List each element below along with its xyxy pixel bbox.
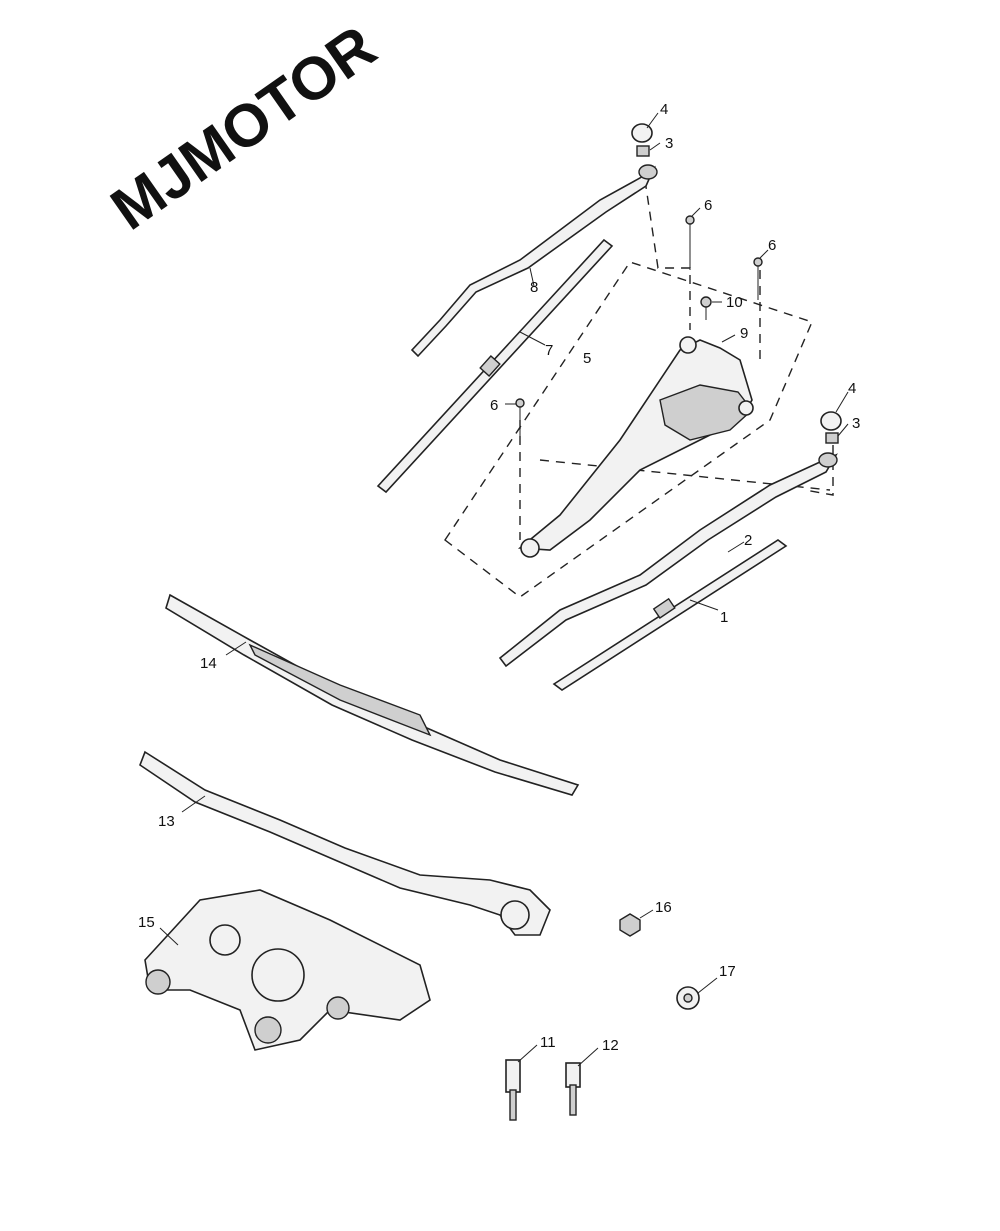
callout-label: 6 <box>490 397 498 414</box>
nut-part <box>825 432 839 444</box>
callout-label: 16 <box>655 899 672 916</box>
bolt-head <box>753 257 763 267</box>
leader-lines <box>159 112 849 1067</box>
motor-mount-hole <box>145 969 171 995</box>
rear-arm-pivot <box>500 900 530 930</box>
pivot-pin-part <box>505 1059 521 1093</box>
callout-label: 1 <box>720 609 728 626</box>
callout-label: 4 <box>660 101 668 118</box>
bolt-head <box>700 296 712 308</box>
rear-wiper-blade-part <box>165 593 580 796</box>
nut-cap-part <box>820 411 842 431</box>
pivot-pin-shaft <box>569 1084 577 1116</box>
callout-label: 11 <box>540 1034 556 1051</box>
hex-nut-part <box>619 913 641 937</box>
linkage-pivot <box>679 336 697 354</box>
callout-label: 2 <box>744 532 752 549</box>
callout-label: 3 <box>665 135 673 152</box>
arm-pivot <box>818 452 838 468</box>
rear-wiper-blade-frame <box>248 643 432 737</box>
callout-label: 8 <box>530 279 538 296</box>
callout-label: 9 <box>740 325 748 342</box>
bolt-head <box>515 398 525 408</box>
pivot-pin-part <box>565 1062 581 1088</box>
callout-label: 6 <box>768 237 776 254</box>
dashed-guide <box>644 179 691 330</box>
wiper-arm-part <box>410 165 656 358</box>
callout-label: 17 <box>719 963 736 980</box>
pivot-pin-shaft <box>509 1089 517 1121</box>
bolt-head <box>685 215 695 225</box>
washer-hole <box>683 993 693 1003</box>
brand-logo: MJMOTOR <box>99 12 388 242</box>
linkage-pivot <box>738 400 754 416</box>
motor-spindle <box>209 924 241 956</box>
blade-clip <box>652 597 676 619</box>
callout-label: 10 <box>726 294 743 311</box>
callout-label: 13 <box>158 813 175 830</box>
callout-label: 15 <box>138 914 155 931</box>
arm-pivot <box>638 164 658 180</box>
nut-cap-part <box>631 123 653 143</box>
wiper-motor-part <box>659 384 753 441</box>
wiper-arm-part <box>498 453 838 668</box>
motor-gear <box>251 948 305 1002</box>
nut-part <box>636 145 650 157</box>
linkage-pivot <box>520 538 540 558</box>
callout-label: 4 <box>848 380 856 397</box>
callout-label: 12 <box>602 1037 619 1054</box>
callout-label: 5 <box>583 350 591 367</box>
callout-label: 3 <box>852 415 860 432</box>
wiper-blade-part <box>552 539 788 691</box>
callout-label: 6 <box>704 197 712 214</box>
callout-label: 14 <box>200 655 217 672</box>
callout-label: 7 <box>545 342 553 359</box>
motor-mount-hole <box>254 1016 282 1044</box>
blade-clip <box>479 355 501 377</box>
linkage-assembly-outline <box>444 261 813 598</box>
motor-mount-hole <box>326 996 350 1020</box>
rear-wiper-arm-part <box>139 750 551 936</box>
